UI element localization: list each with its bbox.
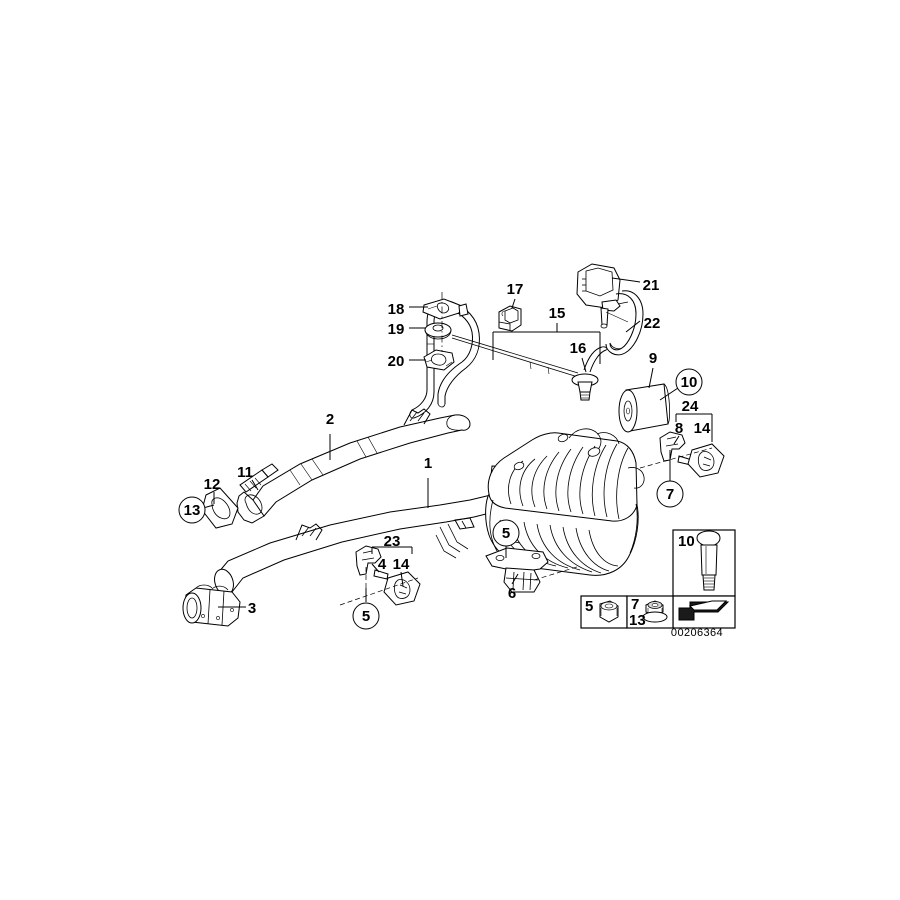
front-exhaust-pipe-group xyxy=(236,408,471,524)
legend-lock-nut-icon xyxy=(599,600,619,623)
callout-23: 23 xyxy=(384,533,401,550)
callout-7: 7 xyxy=(666,486,674,503)
callout-3: 3 xyxy=(248,600,256,617)
callout-14-rear: 14 xyxy=(694,420,711,437)
retaining-clip xyxy=(423,349,455,371)
muffler-hanger-bracket xyxy=(435,523,549,593)
callout-21: 21 xyxy=(643,277,660,294)
rubber-mount-canister xyxy=(618,383,671,433)
vacuum-actuator xyxy=(576,263,629,329)
callout-11: 11 xyxy=(237,464,253,481)
exhaust-gasket xyxy=(201,487,239,529)
pipe-clamp xyxy=(182,584,241,627)
legend-shoulder-bolt-icon xyxy=(696,530,721,591)
callout-14-center: 14 xyxy=(393,556,410,573)
callout-5-center: 5 xyxy=(362,608,370,625)
callout-17: 17 xyxy=(507,281,524,298)
callout-6: 6 xyxy=(508,585,516,602)
line-clip xyxy=(498,305,522,332)
legend-direction-arrow-icon xyxy=(678,600,730,621)
rear-exhaust-pipe-group xyxy=(214,485,561,596)
legend-flange-nut-label-7: 7 xyxy=(631,596,639,613)
callout-20: 20 xyxy=(388,353,405,370)
leader-lines xyxy=(202,277,713,608)
flange-bolt xyxy=(239,463,279,493)
callout-text-layer: 1 2 3 4 5 5 6 7 8 9 10 11 12 13 14 14 15… xyxy=(184,277,711,625)
callout-10-circled: 10 xyxy=(681,374,698,391)
callout-12: 12 xyxy=(204,476,221,493)
legend-text-layer: 10 5 7 13 00206364 xyxy=(585,533,723,639)
callout-13-circled: 13 xyxy=(184,502,201,519)
legend-bolt-label: 10 xyxy=(678,533,695,550)
muffler-body xyxy=(485,428,645,576)
legend-boxes xyxy=(580,529,736,629)
diagram-number: 00206364 xyxy=(671,627,723,639)
callout-4: 4 xyxy=(378,556,387,573)
callout-22: 22 xyxy=(644,315,661,332)
callout-18: 18 xyxy=(388,301,405,318)
callout-9: 9 xyxy=(649,350,657,367)
callout-24: 24 xyxy=(682,398,699,415)
callout-5-muffler: 5 xyxy=(502,525,510,542)
callout-15: 15 xyxy=(549,305,566,322)
callout-19: 19 xyxy=(388,321,405,338)
legend-flange-nut-icon xyxy=(642,600,668,623)
callout-1: 1 xyxy=(424,455,432,472)
callout-8: 8 xyxy=(675,420,683,437)
callout-2: 2 xyxy=(326,411,334,428)
callout-16: 16 xyxy=(570,340,587,357)
washer xyxy=(424,322,452,340)
legend-flange-nut-label-13: 13 xyxy=(629,612,646,629)
mounting-bracket xyxy=(422,298,469,320)
vacuum-hose xyxy=(605,290,644,356)
circled-callout-rings xyxy=(178,368,703,630)
legend-nut-label: 5 xyxy=(585,598,593,615)
